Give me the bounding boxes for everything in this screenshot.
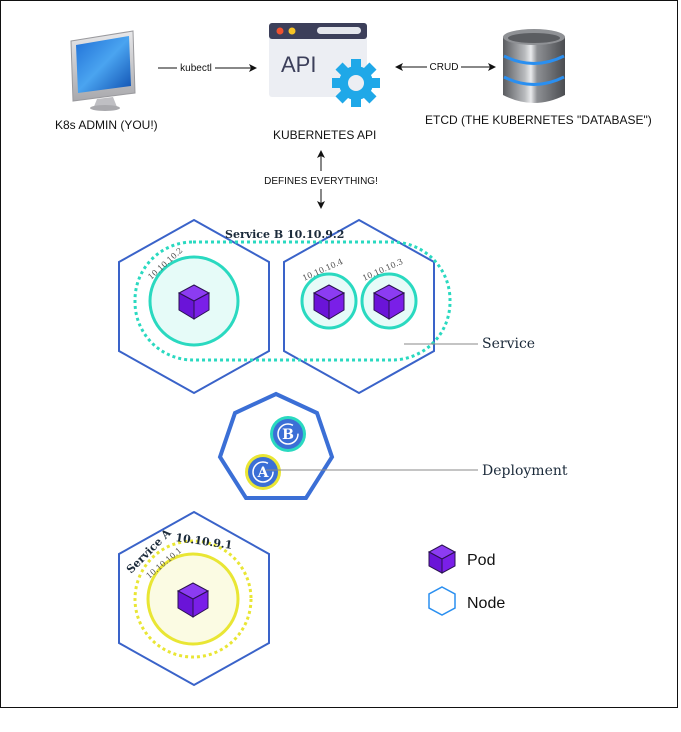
replica-label: B — [282, 427, 294, 443]
service-callout-label: Service — [482, 336, 535, 352]
deployment-callout-label: Deployment — [482, 463, 568, 479]
service-a-title-ip: 10.10.9.1 — [175, 531, 234, 552]
defines-label: DEFINES EVERYTHING! — [264, 176, 378, 187]
service-b-title: Service B 10.10.9.2 — [225, 228, 344, 241]
service-b-boundary — [133, 240, 452, 362]
kubectl-label: kubectl — [180, 63, 212, 74]
node-hexagon — [118, 510, 270, 687]
crud-label: CRUD — [430, 62, 459, 73]
pod-cube-icon — [176, 582, 210, 618]
replica-label: A — [257, 465, 270, 481]
legend: Pod Node — [427, 544, 505, 616]
legend-node-hexagon-icon — [428, 586, 456, 616]
pod-cube-icon — [312, 284, 346, 320]
api-icon-text: API — [281, 52, 316, 77]
replicaset-a-icon: A — [245, 454, 281, 490]
legend-pod-label: Pod — [467, 552, 495, 569]
legend-node-label: Node — [467, 595, 505, 612]
pod-cube-icon — [372, 284, 406, 320]
computer-icon — [70, 30, 136, 111]
service-a-boundary — [133, 539, 253, 659]
node-hexagon — [118, 218, 270, 395]
replicaset-b-icon: B — [270, 416, 306, 452]
diagram-frame: K8s ADMIN (YOU!) kubectl API KUBERNETES … — [0, 0, 678, 708]
admin-label: K8s ADMIN (YOU!) — [55, 118, 158, 132]
api-label: KUBERNETES API — [273, 128, 376, 142]
database-icon — [503, 29, 565, 103]
diagram-canvas: K8s ADMIN (YOU!) kubectl API KUBERNETES … — [55, 23, 652, 687]
legend-pod-cube-icon — [427, 544, 457, 574]
deployment-heptagon — [217, 391, 335, 500]
gear-icon — [332, 59, 380, 107]
etcd-label: ETCD (THE KUBERNETES "DATABASE") — [425, 113, 652, 127]
pod-cube-icon — [177, 284, 211, 320]
